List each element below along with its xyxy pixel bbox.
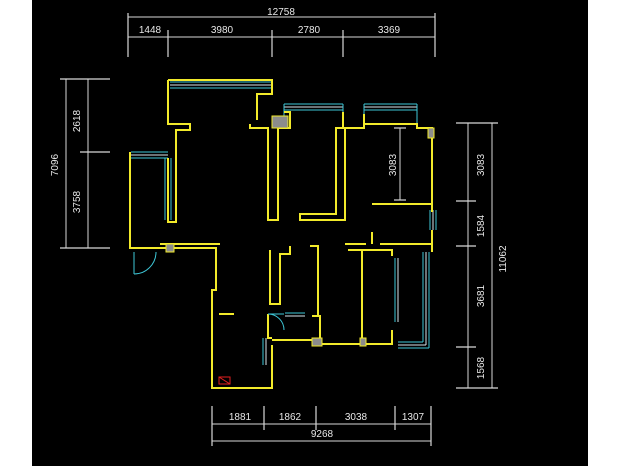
window-interior-slide [394,258,399,322]
right-segment-2-label: 1584 [476,214,487,237]
wall-segment [310,245,319,317]
structural-columns [165,115,435,347]
top-segment-4-label: 3369 [378,25,401,36]
door-swing-corridor [267,313,285,331]
top-segment-3-label: 2780 [298,25,321,36]
red-marker-icon [218,376,231,385]
column [271,115,289,129]
wall-segment [249,111,291,221]
doors [133,251,285,331]
top-segment-1-label: 1448 [139,25,162,36]
bottom-dimension-chain: 1881 1862 3038 1307 9268 [211,406,432,446]
right-total-dim-label: 11062 [498,245,509,273]
window-top-middle [283,103,344,120]
column [165,243,175,253]
column [427,127,435,139]
column [359,337,367,347]
wall-segment [364,123,433,212]
window-top-right [363,103,418,124]
bottom-segment-3-label: 3038 [345,412,368,423]
wall-segment [299,112,365,221]
window-bottom [262,312,305,365]
red-marker-icon-cross [218,376,231,385]
top-total-dim-label: 12758 [267,7,295,18]
top-dimension-chain: 12758 1448 3980 2780 3369 [127,7,436,57]
left-dimension-chain: 7096 2618 3758 [50,78,110,249]
floor-plan-drawing: 12758 1448 3980 2780 3369 7096 2618 3758… [50,7,509,446]
cad-viewport[interactable]: 12758 1448 3980 2780 3369 7096 2618 3758… [32,0,588,466]
left-segment-1-label: 2618 [72,109,83,132]
column [311,337,323,347]
wall-segment [372,203,433,210]
window-right-lower [398,252,430,349]
bottom-total-dim-label: 9268 [311,429,334,440]
interior-dim-label: 3083 [388,153,399,176]
right-segment-3-label: 3681 [476,284,487,307]
left-total-dim-label: 7096 [50,153,61,176]
window-top-left [170,81,272,89]
right-dimension-chain: 3083 1584 3681 1568 11062 [456,122,509,389]
door-swing-left [133,251,157,275]
right-segment-1-label: 3083 [476,153,487,176]
interior-dimension: 3083 [388,127,406,201]
top-segment-2-label: 3980 [211,25,234,36]
wall-segment [348,249,393,256]
wall-segment [269,246,291,305]
bottom-segment-2-label: 1862 [279,412,302,423]
wall-segment [318,315,321,340]
wall-segment [168,79,273,120]
wall-segment [129,152,171,249]
right-segment-4-label: 1568 [476,356,487,379]
wall-segment [267,314,272,339]
wall-segment [362,330,393,345]
left-segment-2-label: 3758 [72,190,83,213]
bottom-segment-1-label: 1881 [229,412,252,423]
wall-segment [160,247,273,389]
wall-segment [380,243,433,252]
window-left [131,151,172,220]
wall-segment [167,80,191,223]
bottom-segment-4-label: 1307 [402,412,425,423]
window-right-upper [429,210,437,230]
walls [129,79,433,389]
